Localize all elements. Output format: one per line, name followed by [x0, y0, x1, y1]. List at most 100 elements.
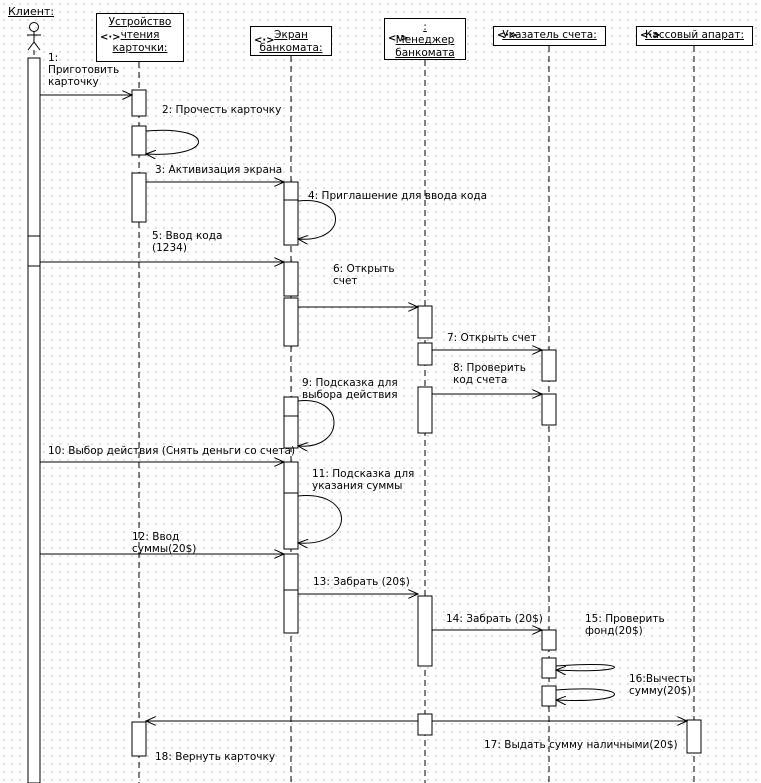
activation-box — [131, 89, 147, 117]
activation-box — [541, 349, 557, 382]
object-name-line: Указатель счета: — [502, 29, 597, 41]
self-message-2 — [146, 129, 199, 154]
message-label-line: 1: — [48, 52, 59, 64]
message-label-line: счет — [333, 275, 358, 287]
self-message-9 — [298, 400, 335, 447]
message-label-line: карточку — [48, 76, 99, 88]
activation-box — [417, 713, 433, 736]
message-label-line: 7: Открыть счет — [447, 332, 537, 344]
object-name-line: карточки: — [112, 42, 168, 54]
message-label-line: сумму(20$) — [629, 685, 692, 697]
object-icon: <·> — [640, 30, 661, 41]
object-icon: <·> — [497, 30, 518, 41]
message-label-4: 4: Приглашение для ввода кода — [308, 190, 487, 202]
message-label-14: 14: Забрать (20$) — [446, 613, 543, 625]
object-head-account-pointer: <·>Указатель счета: — [493, 26, 606, 46]
message-label-line: 16:Вычесть — [629, 673, 693, 685]
activation-box — [417, 342, 433, 366]
message-label-line: 4: Приглашение для ввода кода — [308, 190, 488, 202]
object-icon: <·> — [100, 31, 121, 43]
activation-box — [283, 297, 299, 347]
object-name-line: Устройство — [108, 16, 172, 28]
object-name: Кассовый апарат: — [645, 29, 744, 42]
message-label-5: 5: Ввод кода(1234) — [152, 230, 222, 254]
object-icon: <·> — [254, 35, 275, 46]
message-label-2: 2: Прочесть карточку — [162, 104, 281, 116]
actor-leg-icon — [27, 41, 35, 51]
object-name: Указатель счета: — [502, 29, 597, 42]
message-label-line: 14: Забрать (20$) — [446, 613, 543, 625]
object-name-line: Менеджер — [395, 34, 455, 46]
message-label-3: 3: Активизация экрана — [155, 164, 282, 176]
message-label-line: 12: Ввод — [132, 531, 180, 543]
activation-box — [131, 172, 147, 223]
message-label-line: 10: Выбор действия (Снять деньги со счет… — [48, 445, 296, 457]
activation-box — [283, 589, 299, 634]
activation-box — [283, 261, 299, 297]
message-label-line: 5: Ввод кода — [152, 230, 223, 242]
activation-box — [131, 125, 147, 156]
message-label-17: 17: Выдать сумму наличными(20$) — [484, 739, 678, 751]
self-message-15 — [556, 664, 615, 670]
message-label-7: 7: Открыть счет — [447, 332, 536, 344]
actor-activation — [27, 57, 41, 783]
message-label-line: код счета — [453, 374, 508, 386]
activation-box — [131, 721, 147, 757]
message-label-line: фонд(20$) — [585, 625, 643, 637]
message-label-line: 13: Забрать (20$) — [313, 576, 410, 588]
message-label-line: 2: Прочесть карточку — [162, 104, 282, 116]
object-name-line: Экран — [274, 29, 308, 41]
object-icon: <·> — [388, 33, 409, 44]
activation-box — [541, 629, 557, 651]
message-label-line: указания суммы — [312, 480, 403, 492]
object-name-line: банкомата — [395, 47, 455, 59]
object-name-line: Кассовый апарат: — [645, 29, 744, 41]
message-label-line: Приготовить — [48, 64, 120, 76]
activation-box — [686, 719, 702, 754]
object-name-line: : — [423, 21, 427, 33]
activation-box — [541, 657, 557, 679]
message-label-line: (1234) — [152, 242, 187, 254]
object-name-line: чтения — [120, 29, 160, 41]
message-label-10: 10: Выбор действия (Снять деньги со счет… — [48, 445, 295, 457]
message-label-line: выбора действия — [302, 389, 398, 401]
actor-leg-icon — [33, 41, 41, 51]
message-label-line: 3: Активизация экрана — [155, 164, 283, 176]
message-label-line: 6: Открыть — [333, 263, 395, 275]
activation-box — [417, 305, 433, 339]
message-label-13: 13: Забрать (20$) — [313, 576, 410, 588]
object-head-cash-register: <·>Кассовый апарат: — [636, 26, 753, 46]
self-message-11 — [298, 495, 342, 544]
activation-box — [283, 181, 299, 246]
self-message-16 — [556, 688, 615, 701]
message-label-line: 17: Выдать сумму наличными(20$) — [484, 739, 678, 751]
message-label-line: 18: Вернуть карточку — [155, 751, 276, 763]
actor-name: Клиент: — [8, 5, 55, 18]
activation-box — [417, 595, 433, 667]
message-label-line: 9: Подсказка для — [302, 377, 398, 389]
activation-box — [417, 386, 433, 434]
activation-box — [283, 461, 299, 550]
message-label-line: 11: Подсказка для — [312, 468, 415, 480]
activation-box — [283, 396, 299, 449]
message-label-line: 8: Проверить — [453, 362, 526, 374]
self-message-4 — [298, 200, 336, 239]
message-label-line: 15: Проверить — [585, 613, 665, 625]
object-name-line: банкомата: — [259, 42, 323, 54]
activation-box — [541, 393, 557, 426]
message-label-18: 18: Вернуть карточку — [155, 751, 275, 763]
message-label-line: суммы(20$) — [132, 543, 197, 555]
